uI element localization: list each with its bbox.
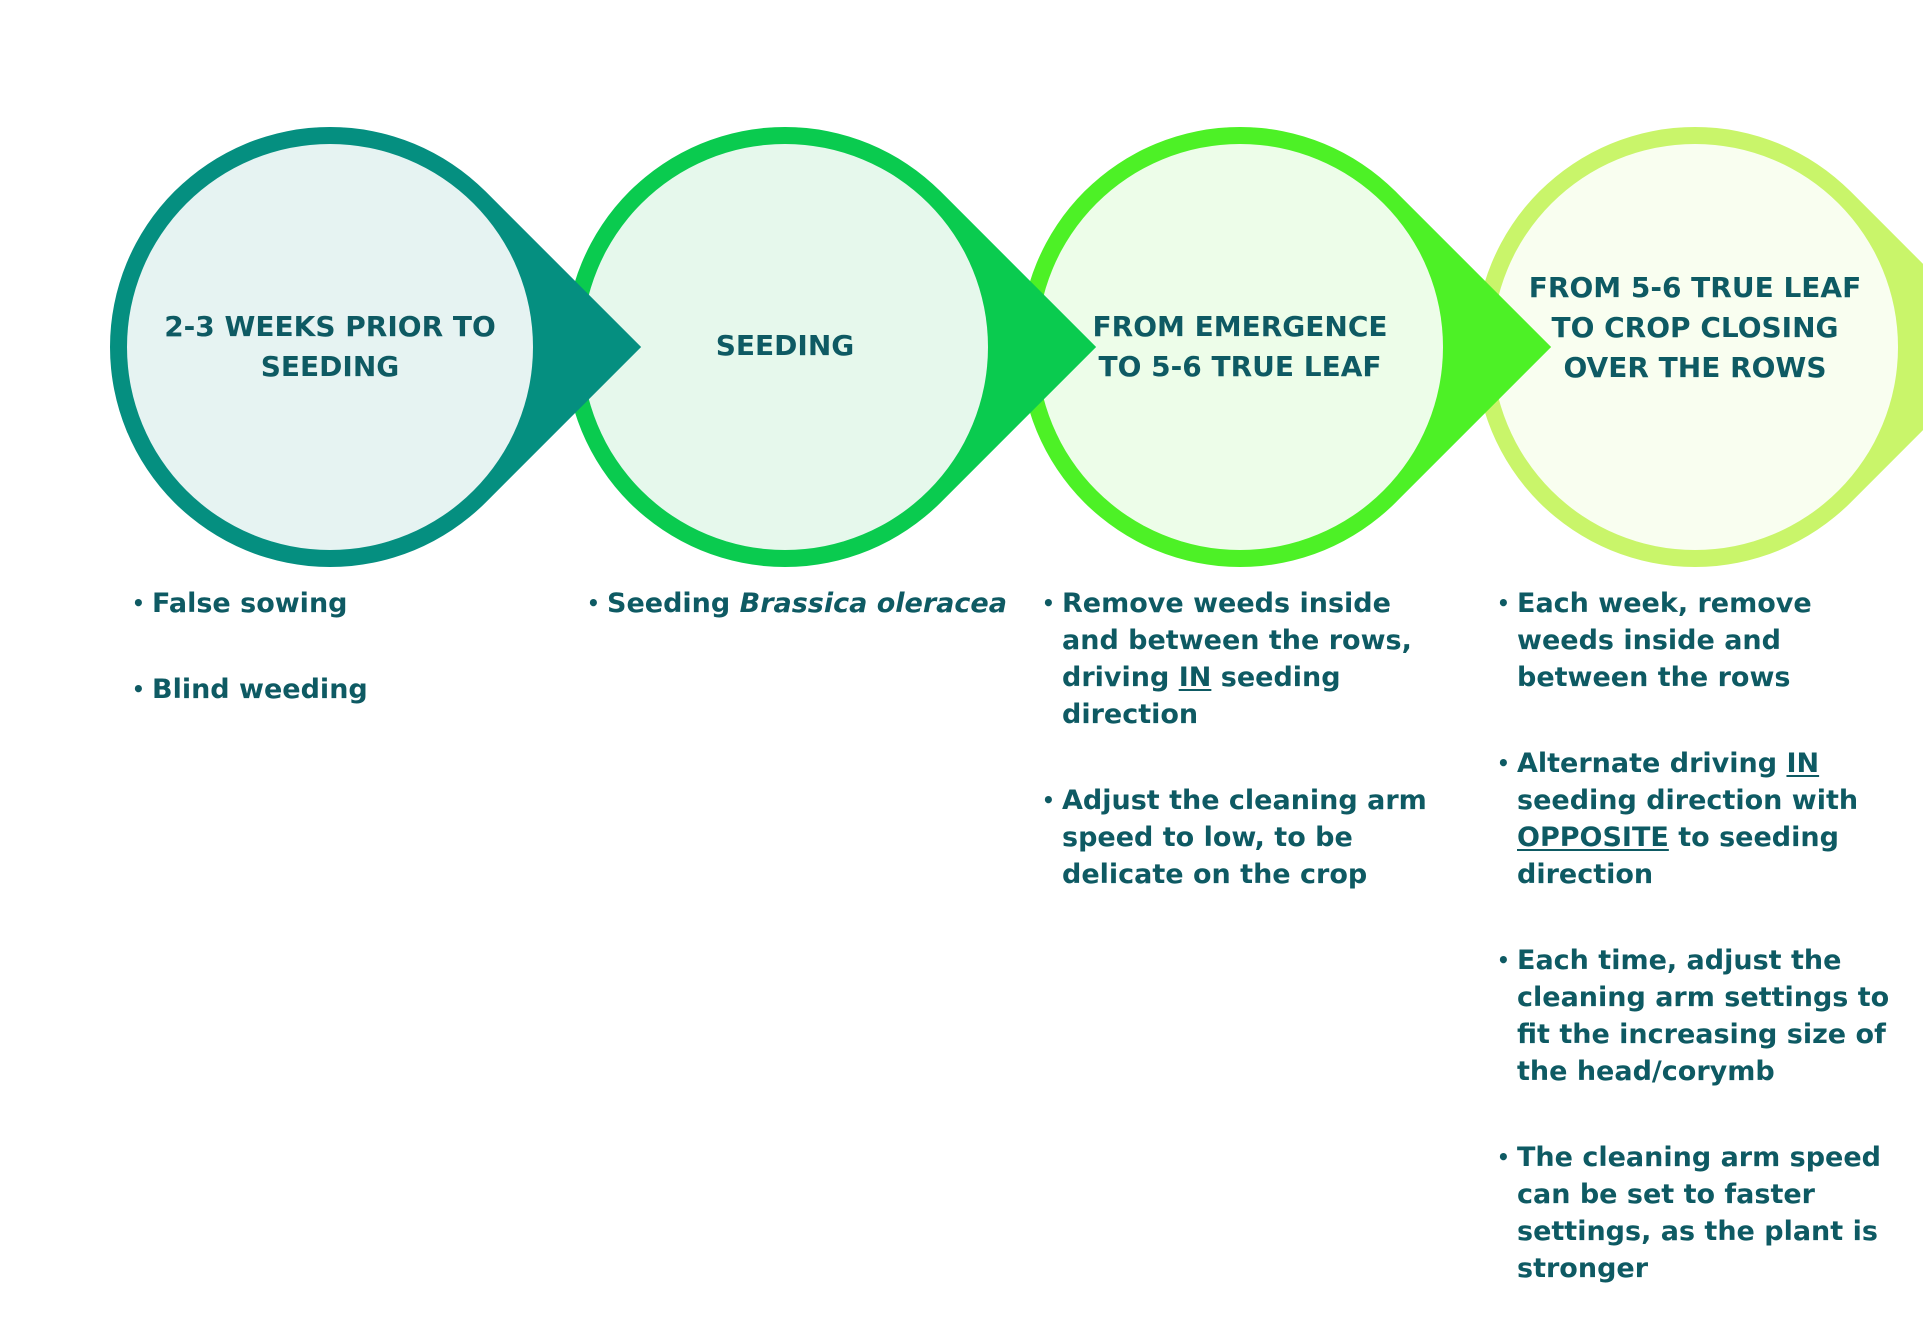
stage-1-shape (110, 126, 642, 567)
stage-1-title: 2-3 WEEKS PRIOR TO SEEDING (164, 310, 496, 383)
stage-4-notes: Each week, remove weeds inside and betwe… (1497, 585, 1897, 1336)
stage-3-shape (1019, 126, 1552, 567)
stage-3-title: FROM EMERGENCE TO 5-6 TRUE LEAF (1092, 310, 1388, 383)
stage-1-notes: False sowing Blind weeding (132, 585, 462, 757)
list-item: False sowing (132, 585, 462, 622)
list-item: Each week, remove weeds inside and betwe… (1497, 585, 1897, 696)
stage-2-notes: Seeding Brassica oleracea (587, 585, 1007, 671)
list-item: The cleaning arm speed can be set to fas… (1497, 1139, 1897, 1287)
stage-2-title: SEEDING (715, 329, 855, 362)
list-item: Adjust the cleaning arm speed to low, to… (1042, 782, 1442, 893)
list-item: Seeding Brassica oleracea (587, 585, 1007, 622)
stage-diagram (110, 126, 1923, 568)
list-item: Alternate driving IN seeding direction w… (1497, 745, 1897, 893)
stage-4-shape (1474, 127, 1923, 568)
list-item: Blind weeding (132, 671, 462, 708)
stage-2-shape (565, 126, 1097, 567)
stage-1-disc (127, 144, 533, 550)
stage-3-notes: Remove weeds inside and between the rows… (1042, 585, 1442, 942)
stage-4-title: FROM 5-6 TRUE LEAF TO CROP CLOSING OVER … (1528, 271, 1862, 384)
list-item: Remove weeds inside and between the rows… (1042, 585, 1442, 733)
stage-2-disc (582, 144, 988, 550)
stage-4-disc (1492, 144, 1898, 550)
stage-3-disc (1037, 144, 1443, 550)
list-item: Each time, adjust the cleaning arm setti… (1497, 942, 1897, 1090)
